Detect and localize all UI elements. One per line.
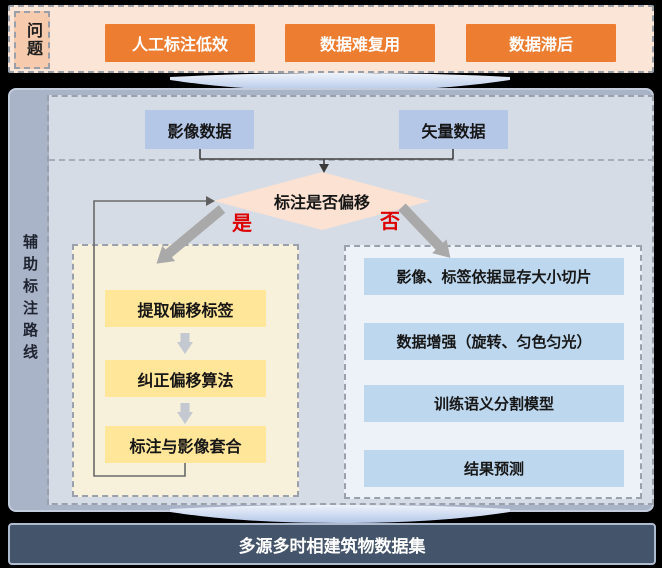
down-chevron-connector-top: [170, 73, 510, 91]
problem-item-1: 人工标注低效: [105, 24, 255, 62]
problem-item-2: 数据难复用: [285, 24, 435, 62]
problem-section-title: 问题: [14, 11, 50, 69]
no-step-4: 结果预测: [364, 450, 624, 487]
route-section-title: 辅助标注路线: [12, 95, 49, 505]
yes-step-1: 提取偏移标签: [105, 290, 266, 327]
route-subdivider: [49, 159, 654, 161]
branch-no-label: 否: [380, 211, 400, 233]
branch-yes-label: 是: [232, 213, 252, 235]
input-vector-data-box: 矢量数据: [399, 110, 508, 149]
input-image-data-box: 影像数据: [145, 110, 254, 149]
output-dataset-bar: 多源多时相建筑物数据集: [8, 523, 656, 565]
no-step-1: 影像、标签依据显存大小切片: [364, 258, 624, 295]
route-section: 辅助标注路线 影像数据 矢量数据 标注是否偏移 是 否 提取偏移标签 纠正偏移算…: [8, 88, 654, 512]
no-step-3: 训练语义分割模型: [364, 385, 624, 422]
problem-item-3: 数据滞后: [466, 24, 616, 62]
yes-step-2: 纠正偏移算法: [105, 360, 266, 397]
no-step-2: 数据增强（旋转、匀色匀光）: [364, 323, 624, 360]
problem-section: 问题 人工标注低效 数据难复用 数据滞后: [8, 5, 654, 73]
yes-step-3: 标注与影像套合: [105, 426, 266, 463]
down-chevron-connector-bottom: [170, 505, 510, 523]
